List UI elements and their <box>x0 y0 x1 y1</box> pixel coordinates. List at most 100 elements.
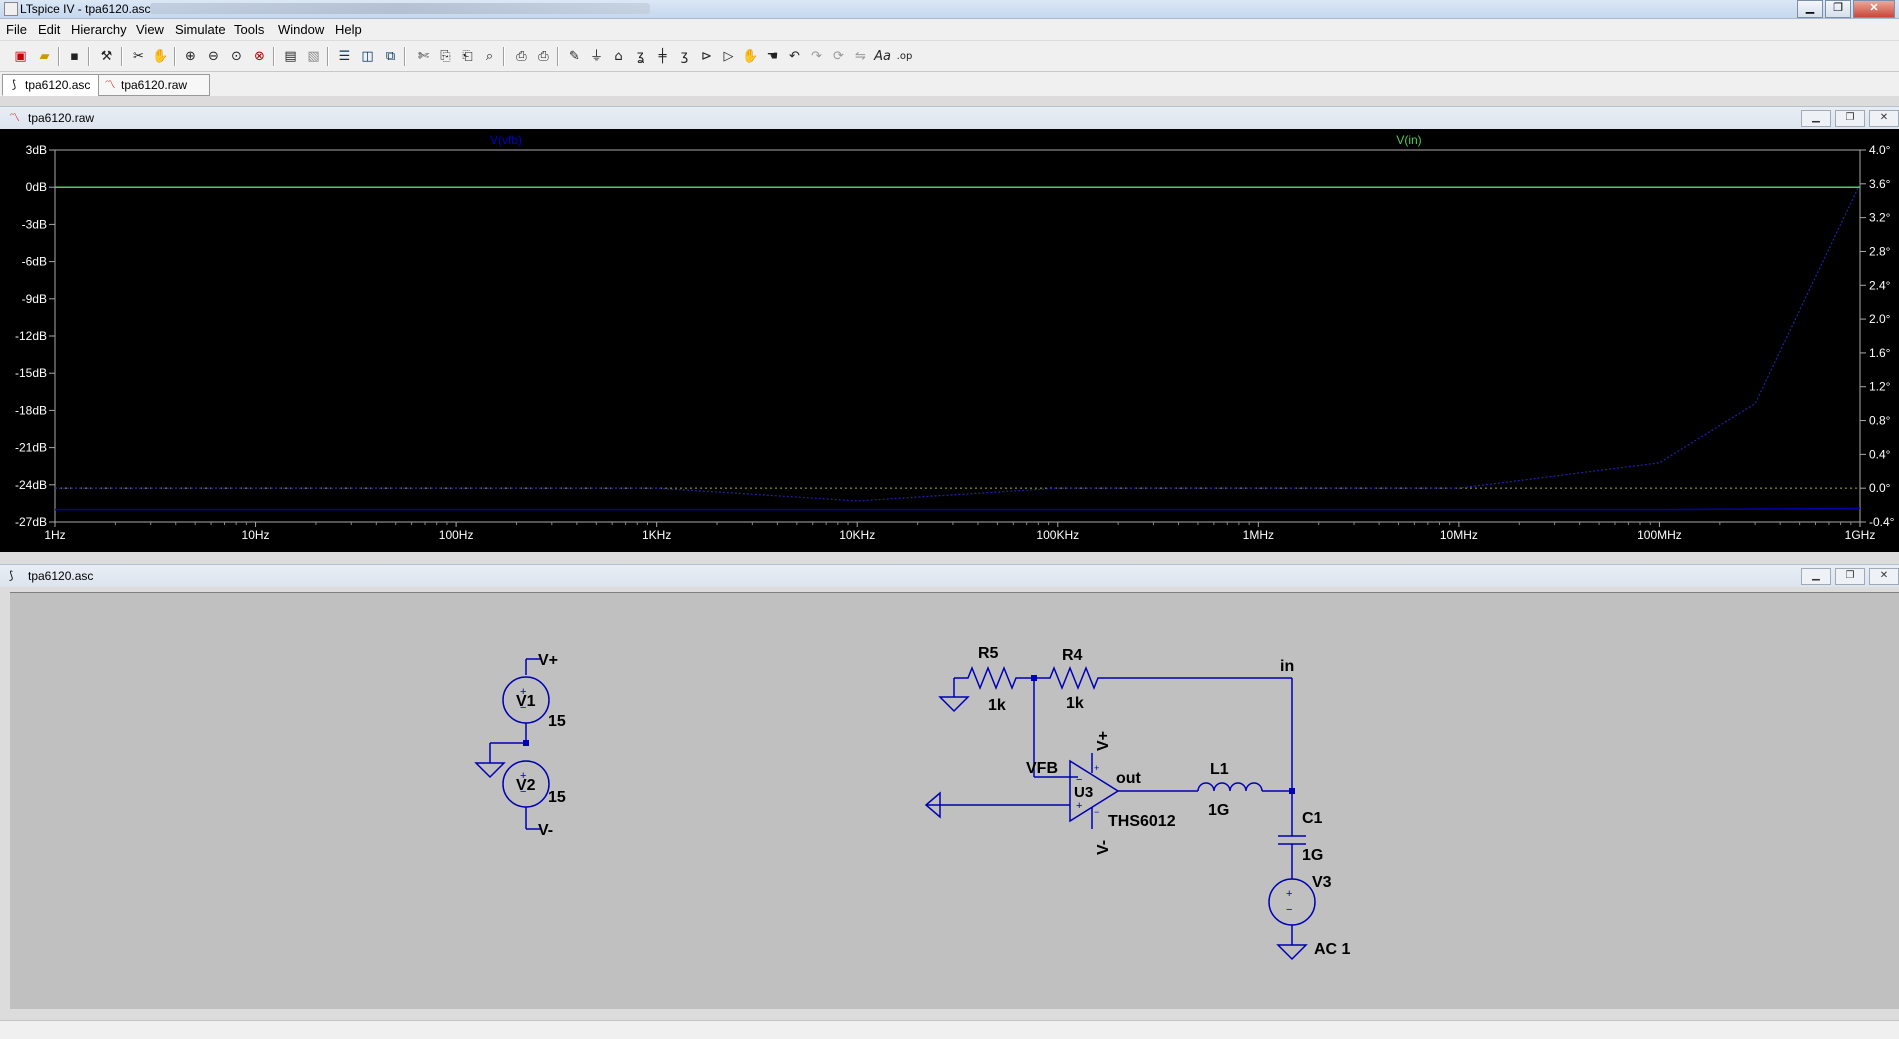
tab-tpa6120-raw[interactable]: 〽 tpa6120.raw <box>98 74 210 96</box>
y-left-tick-label: 0dB <box>26 180 47 194</box>
v2-value: 15 <box>548 789 566 806</box>
schematic-minimize-button[interactable]: ▁ <box>1801 568 1831 585</box>
rotate-icon[interactable]: ⟳ <box>833 49 844 64</box>
u3-label: U3 <box>1074 784 1093 801</box>
tab-tpa6120-asc[interactable]: ⟆ tpa6120.asc <box>2 74 100 96</box>
svg-text:−: − <box>1076 774 1082 786</box>
plot-minimize-button[interactable]: ▁ <box>1801 110 1831 127</box>
resistor-icon[interactable]: ʓ <box>636 49 645 64</box>
capacitor-icon[interactable]: ╪ <box>658 49 667 64</box>
menu-file[interactable]: File <box>6 22 27 37</box>
control-panel-icon[interactable]: ⚒ <box>100 49 113 64</box>
text-icon[interactable]: Aa <box>874 49 891 64</box>
save-icon[interactable]: ▪ <box>70 49 79 64</box>
schematic-drawing[interactable]: +− +− −+ +− +− R5 1k R4 1k in V+ V1 15 V… <box>10 593 1899 1009</box>
zoom-cancel-icon[interactable]: ⊗ <box>254 49 265 64</box>
move-hand-icon[interactable]: ✋ <box>742 49 759 64</box>
autorange-icon[interactable]: ▤ <box>284 49 297 64</box>
r4-resistor <box>1034 665 1292 691</box>
menu-edit[interactable]: Edit <box>38 22 61 37</box>
v2-label: V2 <box>516 777 536 794</box>
menu-window[interactable]: Window <box>278 22 325 37</box>
u3-opamp[interactable] <box>1069 759 1120 823</box>
zoom-fit-icon[interactable]: ⊙ <box>231 49 242 64</box>
menu-help[interactable]: Help <box>335 22 362 37</box>
paste-icon[interactable]: ⎗ <box>462 49 473 64</box>
schematic-icon: ⟆ <box>9 570 14 582</box>
ground-icon[interactable]: ⏚ <box>589 49 603 64</box>
schematic-maximize-button[interactable]: ❐ <box>1835 568 1865 585</box>
tab-label: tpa6120.asc <box>25 78 91 92</box>
schematic-close-button[interactable]: ✕ <box>1869 568 1899 585</box>
mark-sweeps-icon[interactable]: ▧ <box>307 49 320 64</box>
mirror-icon[interactable]: ⇋ <box>855 49 866 64</box>
menu-hierarchy[interactable]: Hierarchy <box>71 22 127 37</box>
cut-icon[interactable]: ✄ <box>418 49 429 64</box>
tile-horizontal-icon[interactable]: ☰ <box>338 49 351 64</box>
r5-value: 1k <box>988 697 1006 714</box>
inductor-icon[interactable]: ʒ <box>680 49 689 64</box>
legend-vin[interactable]: V(in) <box>1396 133 1421 147</box>
cascade-windows-icon[interactable]: ⧉ <box>385 49 396 64</box>
label-net-icon[interactable]: ⌂ <box>614 49 623 64</box>
menu-simulate[interactable]: Simulate <box>175 22 226 37</box>
tile-vertical-icon[interactable]: ◫ <box>361 49 374 64</box>
phase-trace[interactable] <box>55 183 1861 502</box>
run-icon[interactable]: ✂ <box>133 49 144 64</box>
svg-text:+: + <box>1094 763 1099 773</box>
trace-0[interactable] <box>55 507 1861 511</box>
y-right-tick-label: 1.2° <box>1869 380 1891 394</box>
window-close-button[interactable]: ✕ <box>1853 0 1895 18</box>
plot-window-title: tpa6120.raw <box>28 111 95 125</box>
spice-directive-icon[interactable]: .op <box>896 51 913 62</box>
svg-text:+: + <box>1076 800 1082 812</box>
r5-resistor <box>954 665 1034 691</box>
find-binoculars-icon[interactable]: ⌕ <box>485 49 494 64</box>
print-preview-icon[interactable]: ⎙ <box>516 49 527 64</box>
halt-hand-icon[interactable]: ✋ <box>152 49 169 64</box>
bode-plot[interactable]: 3dB0dB-3dB-6dB-9dB-12dB-15dB-18dB-21dB-2… <box>0 129 1899 552</box>
x-tick-label: 1Hz <box>44 528 65 542</box>
open-folder-icon[interactable]: ▰ <box>39 49 50 64</box>
window-maximize-button[interactable]: ❐ <box>1825 0 1851 18</box>
undo-icon[interactable]: ↶ <box>789 49 800 64</box>
l1-value: 1G <box>1208 802 1229 819</box>
plot-window-header: 〽 tpa6120.raw ▁ ❐ ✕ <box>0 106 1899 129</box>
copy-icon[interactable]: ⎘ <box>440 49 451 64</box>
ltspice-app-icon <box>4 2 18 16</box>
svg-text:−: − <box>520 702 526 714</box>
x-tick-label: 100KHz <box>1036 528 1079 542</box>
y-left-tick-label: -15dB <box>15 366 47 380</box>
wire-pencil-icon[interactable]: ✎ <box>569 49 580 64</box>
new-schematic-icon[interactable]: ▣ <box>14 49 27 64</box>
schematic-canvas[interactable]: +− +− −+ +− +− R5 1k R4 1k in V+ V1 15 V… <box>10 592 1899 1009</box>
plot-close-button[interactable]: ✕ <box>1869 110 1899 127</box>
v3-source[interactable] <box>1268 878 1316 926</box>
x-tick-label: 10KHz <box>839 528 875 542</box>
menu-tools[interactable]: Tools <box>234 22 265 37</box>
v3-value: AC 1 <box>1314 941 1351 958</box>
legend-vfb[interactable]: V(vfb) <box>490 133 522 147</box>
schematic-window-title: tpa6120.asc <box>28 569 94 583</box>
diode-icon[interactable]: ⊳ <box>701 49 712 64</box>
svg-text:−: − <box>1094 807 1099 817</box>
y-left-tick-label: -3dB <box>22 217 47 231</box>
v1-value: 15 <box>548 713 566 730</box>
window-title-bar: LTspice IV - tpa6120.asc ▁ ❐ ✕ <box>0 0 1899 19</box>
x-tick-label: 100Hz <box>439 528 474 542</box>
menu-view[interactable]: View <box>136 22 164 37</box>
zoom-in-icon[interactable]: ⊕ <box>185 49 196 64</box>
y-left-tick-label: -18dB <box>15 403 47 417</box>
window-minimize-button[interactable]: ▁ <box>1797 0 1823 18</box>
y-right-tick-label: 0.4° <box>1869 447 1891 461</box>
component-icon[interactable]: ▷ <box>723 49 734 64</box>
redo-icon[interactable]: ↷ <box>811 49 822 64</box>
y-right-tick-label: 4.0° <box>1869 143 1891 157</box>
zoom-out-icon[interactable]: ⊖ <box>208 49 219 64</box>
drag-hand-icon[interactable]: ☚ <box>766 49 779 64</box>
svg-text:−: − <box>1286 904 1292 916</box>
window-title: LTspice IV - tpa6120.asc <box>20 2 151 16</box>
print-icon[interactable]: ⎙ <box>538 49 549 64</box>
plot-maximize-button[interactable]: ❐ <box>1835 110 1865 127</box>
